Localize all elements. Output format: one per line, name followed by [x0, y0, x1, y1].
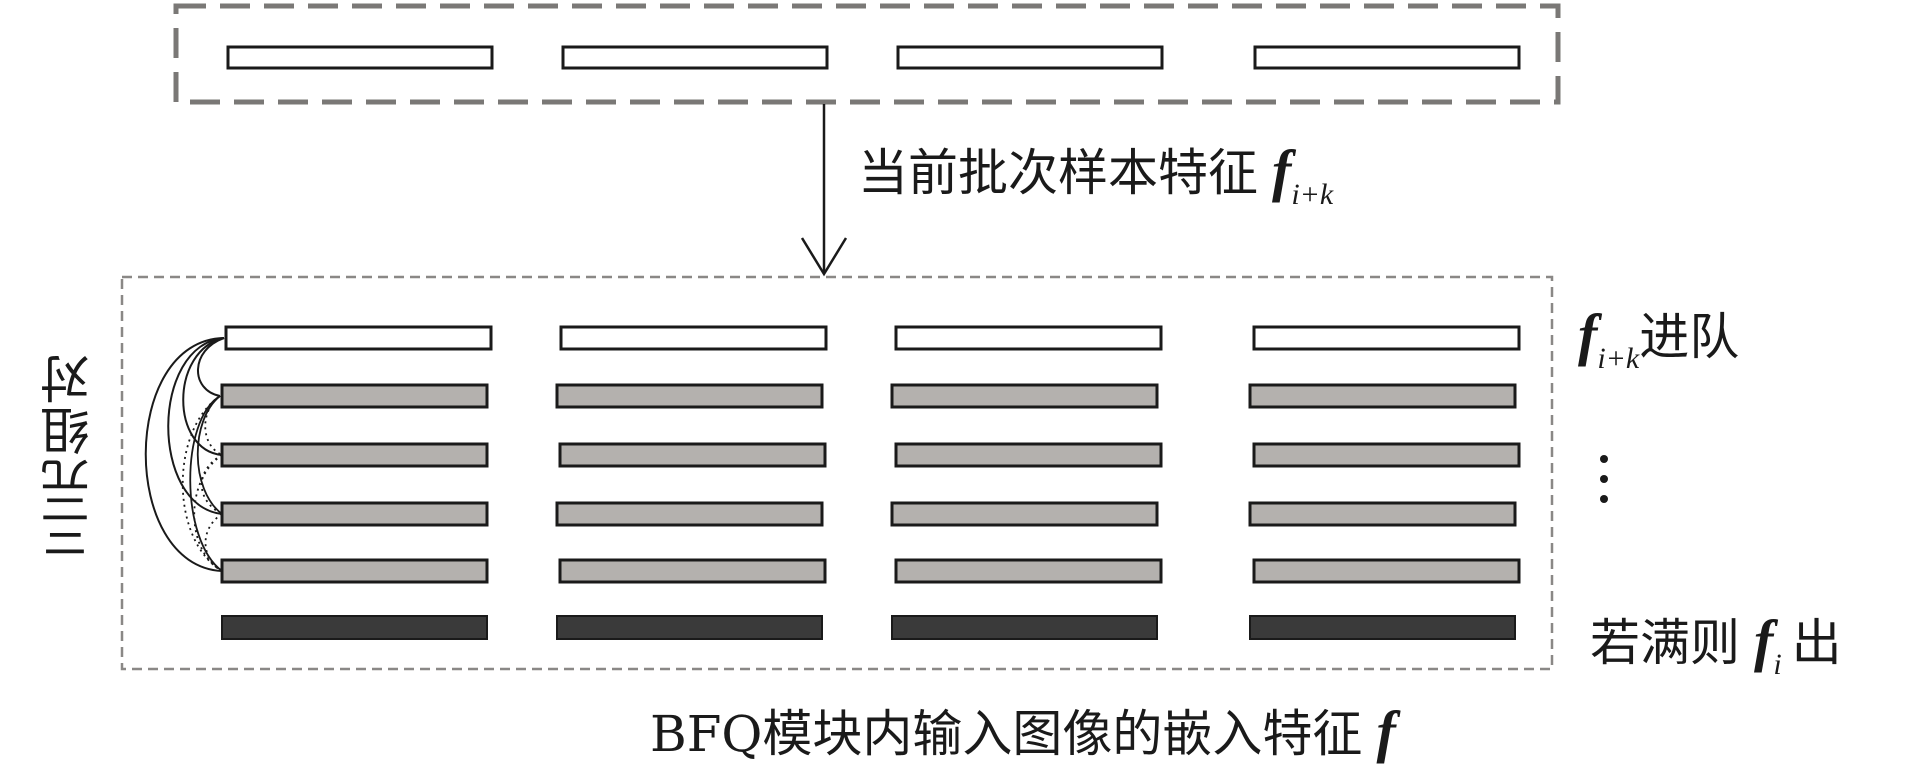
triplet-arc	[197, 337, 225, 397]
queued-feature-bar	[890, 383, 1159, 409]
queue-container	[120, 275, 1554, 671]
queued-feature-bar	[220, 383, 489, 409]
triplet-arc-dotted	[204, 395, 223, 456]
enqueue-subscript: i+k	[1597, 342, 1640, 375]
queued-feature-bar	[220, 558, 489, 584]
batch-features-symbol: f	[1272, 138, 1292, 203]
queued-feature-bar	[558, 442, 827, 468]
batch-feature-bar	[561, 45, 829, 70]
batch-feature-bar	[226, 45, 494, 70]
triplet-arc	[182, 337, 225, 456]
queued-feature-bar	[220, 501, 489, 527]
triplet-arc	[167, 337, 225, 515]
dequeued-feature-bar	[221, 615, 488, 640]
dequeued-feature-bar	[891, 615, 1158, 640]
triplet-arc	[144, 337, 225, 572]
enqueued-feature-bar	[559, 325, 828, 351]
dequeued-feature-bar	[1249, 615, 1516, 640]
triplet-arc-dotted	[200, 454, 223, 515]
enqueue-label: fi+k进队	[1578, 306, 1740, 374]
queued-feature-bar	[555, 383, 824, 409]
dequeue-subscript: i	[1773, 648, 1782, 681]
enqueue-symbol: f	[1578, 302, 1598, 367]
queued-feature-bar	[555, 501, 824, 527]
queued-feature-bar	[558, 558, 827, 584]
embedding-text: BFQ模块内输入图像的嵌入特征	[650, 705, 1363, 763]
batch-feature-bar	[1253, 45, 1521, 70]
enqueue-arrow-head	[800, 237, 848, 277]
queued-feature-bar	[890, 501, 1159, 527]
queued-feature-bar	[894, 442, 1163, 468]
enqueued-feature-bar	[224, 325, 493, 351]
triplet-arc-dotted	[181, 395, 223, 572]
vertical-ellipsis	[1600, 455, 1608, 515]
enqueue-text: 进队	[1639, 308, 1740, 366]
queued-feature-bar	[1248, 383, 1517, 409]
embedding-symbol: f	[1376, 699, 1396, 764]
queued-feature-bar	[1252, 558, 1521, 584]
batch-features-text: 当前批次样本特征	[858, 144, 1258, 202]
triplet-arc-dotted	[204, 513, 223, 572]
enqueued-feature-bar	[1252, 325, 1521, 351]
queued-feature-bar	[894, 558, 1163, 584]
queued-feature-bar	[1248, 501, 1517, 527]
queued-feature-bar	[1252, 442, 1521, 468]
dequeue-suffix: 出	[1791, 614, 1842, 672]
triplet-arcs	[144, 337, 225, 572]
enqueued-feature-bar	[894, 325, 1163, 351]
dequeue-symbol: f	[1754, 608, 1774, 673]
dequeued-feature-bar	[556, 615, 823, 640]
dequeue-prefix: 若满则	[1590, 614, 1740, 672]
triplet-pairs-label: 三元组对	[40, 352, 98, 560]
batch-feature-bar	[896, 45, 1164, 70]
batch-container	[173, 3, 1561, 105]
queued-feature-bar	[220, 442, 489, 468]
batch-features-subscript: i+k	[1291, 178, 1334, 211]
